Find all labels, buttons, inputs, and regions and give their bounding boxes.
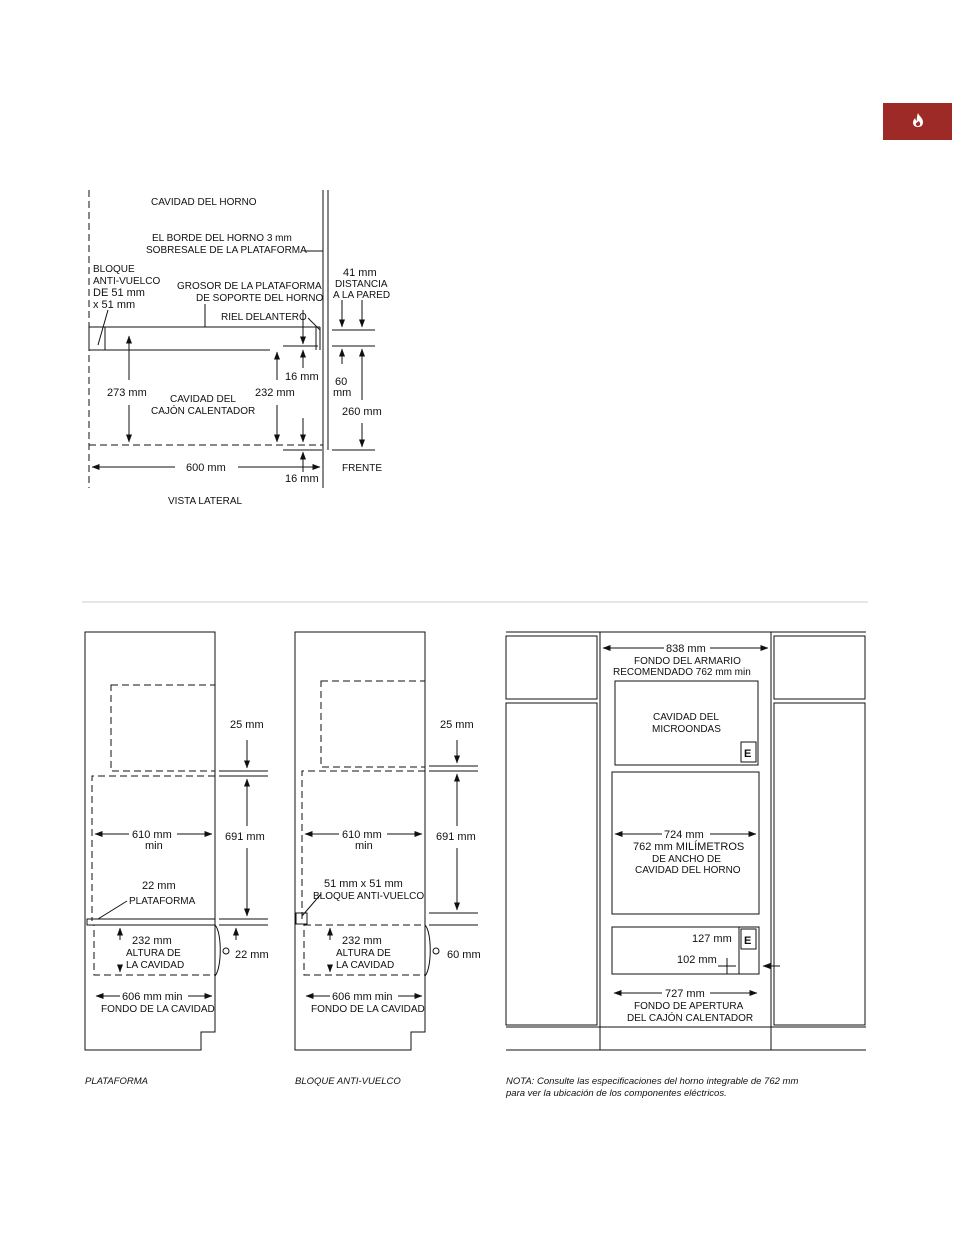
oven-width-724mm: 724 mm — [664, 829, 704, 841]
dim-60mm-1: 60 — [335, 376, 347, 388]
wall-distance-label-1: DISTANCIA — [335, 279, 388, 290]
note-line-1: NOTA: Consulte las especificaciones del … — [506, 1076, 798, 1087]
cabinet-depth-label-2: RECOMENDADO 762 mm min — [613, 667, 751, 678]
width-min: min — [355, 840, 373, 852]
cavity-height-label-2: LA CAVIDAD — [126, 960, 184, 971]
cavity-height-label-1: ALTURA DE — [126, 948, 181, 959]
front-label: FRENTE — [342, 463, 382, 474]
anti-tip-block-label: BLOQUE ANTI-VUELCO — [313, 891, 424, 902]
oven-width-label-2: DE ANCHO DE — [652, 854, 721, 865]
wall-distance-label-2: A LA PARED — [333, 290, 390, 301]
electrical-marker-microwave: E — [744, 748, 751, 760]
dim-273mm: 273 mm — [107, 387, 147, 399]
front-rail-label: RIEL DELANTERO — [221, 312, 307, 323]
note-line-2: para ver la ubicación de los componentes… — [505, 1088, 727, 1099]
anti-tip-block-size: 51 mm x 51 mm — [324, 878, 403, 890]
dim-691mm: 691 mm — [225, 831, 265, 843]
drawer-opening-label-1: FONDO DE APERTURA — [634, 1001, 744, 1012]
platform-view-diagram: 25 mm 691 mm 610 mm min 22 mm PLATAFORMA… — [84, 631, 269, 1087]
dim-600mm: 600 mm — [186, 462, 226, 474]
anti-tip-block-label-4: x 51 mm — [93, 299, 135, 311]
dim-25mm: 25 mm — [440, 719, 474, 731]
wall-distance-value: 41 mm — [343, 267, 377, 279]
width-610mm: 610 mm — [132, 829, 172, 841]
dim-16mm-bottom: 16 mm — [285, 473, 319, 485]
cavity-depth-label: FONDO DE LA CAVIDAD — [311, 1004, 425, 1015]
dim-22mm: 22 mm — [142, 880, 176, 892]
platform-caption: PLATAFORMA — [85, 1076, 148, 1087]
microwave-cavity-label-1: CAVIDAD DEL — [653, 712, 719, 723]
dim-60mm-2: mm — [333, 387, 351, 399]
platform-thickness-label-2: DE SOPORTE DEL HORNO — [196, 293, 323, 304]
oven-width-label-1: 762 mm MILÍMETROS — [633, 840, 744, 853]
oven-cavity-label: CAVIDAD DEL HORNO — [151, 197, 257, 208]
oven-edge-label-2: SOBRESALE DE LA PLATAFORMA — [146, 245, 307, 256]
dim-102mm: 102 mm — [677, 954, 717, 966]
side-view-caption: VISTA LATERAL — [168, 496, 243, 507]
dim-232mm: 232 mm — [255, 387, 295, 399]
oven-edge-label-1: EL BORDE DEL HORNO 3 mm — [152, 233, 292, 244]
anti-tip-block-view-diagram: 25 mm 691 mm 610 mm min 51 mm x 51 mm BL… — [294, 631, 481, 1087]
dim-25mm: 25 mm — [230, 719, 264, 731]
cavity-depth-606mm: 606 mm min — [332, 991, 393, 1003]
width-610mm: 610 mm — [342, 829, 382, 841]
width-min: min — [145, 840, 163, 852]
drawer-opening-727mm: 727 mm — [665, 988, 705, 1000]
cabinet-depth-838mm: 838 mm — [666, 643, 706, 655]
cavity-depth-606mm: 606 mm min — [122, 991, 183, 1003]
cavity-height-label-1: ALTURA DE — [336, 948, 391, 959]
side-view-diagram: CAVIDAD DEL HORNO EL BORDE DEL HORNO 3 m… — [88, 190, 390, 507]
cavity-depth-label: FONDO DE LA CAVIDAD — [101, 1004, 215, 1015]
electrical-marker-drawer: E — [744, 935, 751, 947]
section-tab — [883, 103, 952, 140]
drawer-cavity-label-2: CAJÓN CALENTADOR — [151, 404, 255, 417]
cabinet-front-view-diagram: 838 mm FONDO DEL ARMARIO RECOMENDADO 762… — [505, 631, 866, 1051]
cabinet-depth-label-1: FONDO DEL ARMARIO — [634, 656, 741, 667]
platform-label: PLATAFORMA — [129, 896, 196, 907]
flame-icon — [913, 113, 923, 127]
anti-tip-block-caption: BLOQUE ANTI-VUELCO — [295, 1076, 401, 1087]
microwave-cavity-label-2: MICROONDAS — [652, 724, 721, 735]
cavity-height-232mm: 232 mm — [132, 935, 172, 947]
cavity-height-232mm: 232 mm — [342, 935, 382, 947]
dim-691mm: 691 mm — [436, 831, 476, 843]
dim-22mm-right: 22 mm — [235, 949, 269, 961]
oven-width-label-3: CAVIDAD DEL HORNO — [635, 865, 741, 876]
anti-tip-block-label-1: BLOQUE — [93, 264, 135, 275]
dim-127mm: 127 mm — [692, 933, 732, 945]
drawer-opening-label-2: DEL CAJÓN CALENTADOR — [627, 1011, 753, 1024]
dim-260mm: 260 mm — [342, 406, 382, 418]
cavity-height-label-2: LA CAVIDAD — [336, 960, 394, 971]
anti-tip-block-label-3: DE 51 mm — [93, 287, 145, 299]
dim-16mm-top: 16 mm — [285, 371, 319, 383]
dim-60mm-right: 60 mm — [447, 949, 481, 961]
drawer-cavity-label-1: CAVIDAD DEL — [170, 394, 236, 405]
anti-tip-block-label-2: ANTI-VUELCO — [93, 276, 160, 287]
platform-thickness-label-1: GROSOR DE LA PLATAFORMA — [177, 281, 322, 292]
